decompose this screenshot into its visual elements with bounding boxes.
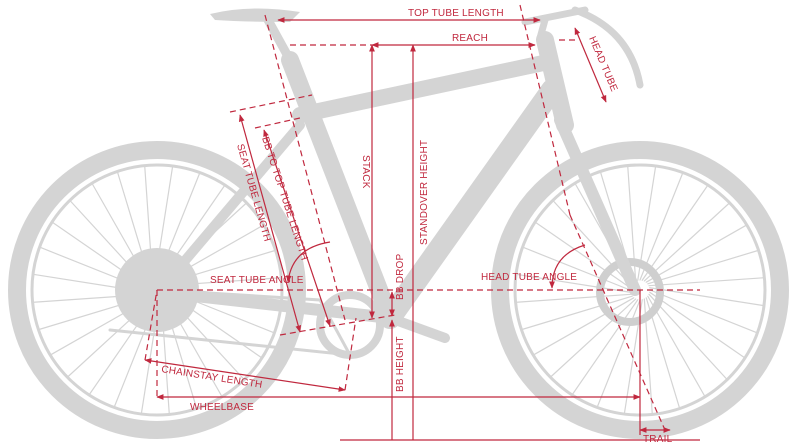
trail-label: TRAIL	[643, 434, 673, 445]
standover-height-label: STANDOVER HEIGHT	[419, 140, 430, 245]
spoke	[522, 246, 631, 291]
spoke	[639, 172, 684, 281]
stack-label: STACK	[360, 155, 371, 189]
head-tube-label: HEAD TUBE	[586, 35, 619, 94]
spoke	[647, 295, 706, 397]
top-tube-length-label: TOP TUBE LENGTH	[408, 8, 504, 19]
spoke	[572, 299, 639, 395]
dimension-lines	[144, 4, 700, 441]
spoke	[643, 202, 730, 282]
disc-rotor	[596, 258, 664, 326]
spoke	[649, 287, 764, 307]
spoke	[550, 298, 637, 378]
head-tube-angle-label: HEAD TUBE ANGLE	[481, 272, 577, 283]
chainstay-length-label: CHAINSTAY LENGTH	[161, 364, 264, 391]
bb-drop-label: BB DROP	[395, 253, 406, 300]
seat-tube-angle-arc	[285, 241, 331, 283]
spoke	[645, 224, 747, 283]
dimension-labels: TOP TUBE LENGTH REACH HEAD TUBE STACK ST…	[161, 8, 673, 445]
bb-height-label: BB HEIGHT	[395, 336, 406, 392]
crank-arm	[385, 313, 450, 343]
spoke	[596, 299, 641, 408]
spoke	[552, 200, 632, 287]
seat-tube-angle-label: SEAT TUBE ANGLE	[210, 275, 304, 286]
spoke	[533, 297, 635, 356]
head-tube-angle-arc	[549, 244, 586, 289]
head-tube-line	[574, 27, 607, 103]
wheelbase-label: WHEELBASE	[190, 402, 254, 413]
chainring	[316, 291, 384, 359]
spoke	[535, 222, 631, 289]
reach-label: REACH	[452, 33, 488, 44]
spoke	[641, 185, 708, 281]
spoke	[649, 289, 758, 334]
spoke	[521, 295, 633, 330]
spoke	[648, 293, 728, 380]
bb-to-top-tube-line	[263, 129, 331, 327]
spoke	[516, 293, 632, 303]
spoke	[516, 273, 631, 293]
handlebar	[521, 6, 644, 89]
spoke	[649, 291, 745, 358]
spoke	[648, 277, 764, 287]
chainstay-length-line	[144, 358, 346, 392]
spoke	[647, 250, 759, 285]
frame	[108, 6, 644, 359]
